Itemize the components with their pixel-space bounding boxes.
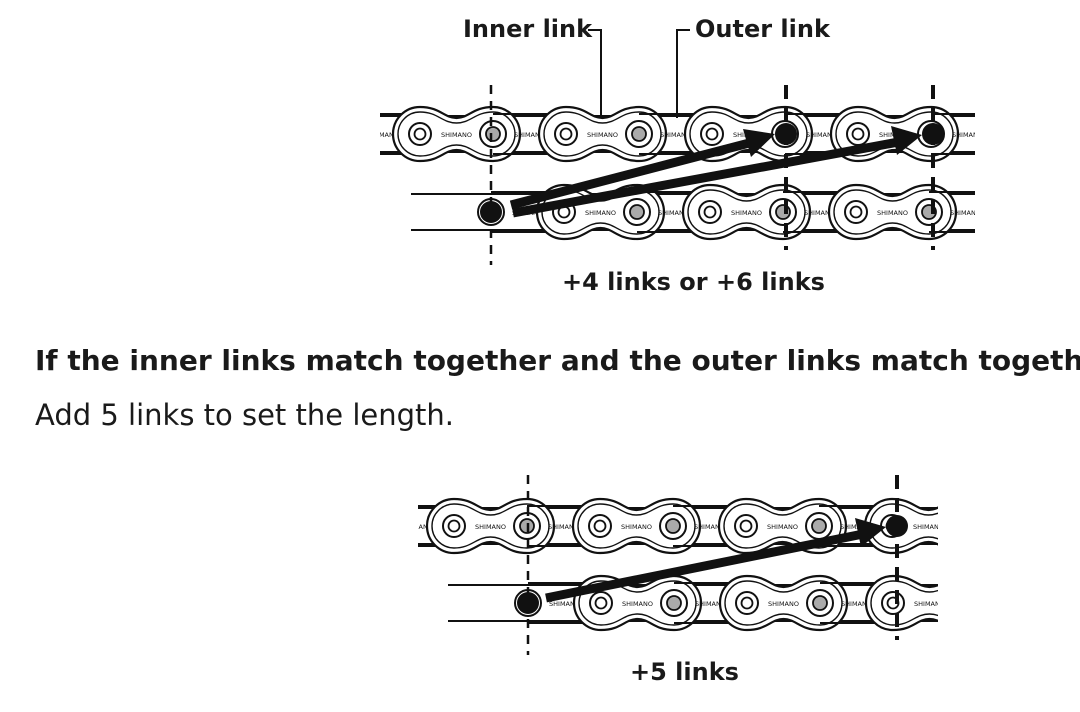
svg-text:SHIMANO: SHIMANO [402, 523, 433, 531]
target-pin-6 [922, 123, 944, 145]
inner-pin [629, 204, 645, 220]
svg-text:SHIMANO: SHIMANO [841, 600, 872, 608]
inner-pin [997, 127, 1011, 141]
plate-marking: SHIMANO [877, 209, 908, 217]
plate-marking: SHIMANO [622, 600, 653, 608]
start-pin-2 [517, 592, 539, 614]
outer-link-plate [827, 183, 958, 241]
inner-pin [995, 205, 1009, 219]
svg-text:SHIMANO: SHIMANO [695, 600, 726, 608]
inner-pin [340, 127, 354, 141]
inner-pin [374, 519, 388, 533]
inner-pin [812, 595, 828, 611]
outer-link-plate [537, 105, 668, 163]
diagram-2-caption: +5 links [630, 658, 739, 686]
chain-diagram-1: SHIMANO SHIMANO SHIMANO SHIMANO SHIMANO SHIMA… [340, 29, 1011, 265]
svg-text:SHIMANO: SHIMANO [840, 523, 871, 531]
inner-link-leader-line [588, 29, 602, 118]
plate-marking: SHIMANO [731, 209, 762, 217]
chain-2-top: SHIMANO SHIMANO SHIMANO SHIMANO SHIMANO SHIMA… [374, 497, 976, 555]
chain-diagram-2: SHIMANO SHIMANO SHIMANO SHIMANO SHIMANO SHIMA… [374, 475, 977, 655]
arrowhead-plus-4 [743, 129, 775, 157]
plate-marking: SHIMANO [441, 131, 472, 139]
plate-marking: SHIMANO [621, 523, 652, 531]
arrowhead-plus-5 [855, 518, 886, 547]
arrowhead-plus-6 [891, 126, 922, 155]
plate-marking: SHIMANO [767, 523, 798, 531]
outer-link-plate [391, 105, 522, 163]
svg-text:SHIMANO: SHIMANO [806, 131, 837, 139]
svg-text:SHIMANO: SHIMANO [950, 209, 981, 217]
svg-text:SHIMANO: SHIMANO [548, 523, 579, 531]
plate-marking: SHIMANO [475, 523, 506, 531]
inner-pin [485, 126, 501, 142]
start-pin-1 [480, 201, 502, 223]
plate-marking: SHIMANO [585, 209, 616, 217]
outer-link-leader-line [676, 29, 690, 118]
section-body: Add 5 links to set the length. [35, 398, 454, 432]
svg-text:SHIMANO: SHIMANO [804, 209, 835, 217]
svg-text:SHIMANO: SHIMANO [660, 131, 691, 139]
arrow-plus-5 [545, 528, 869, 603]
inner-pin [666, 595, 682, 611]
inner-pin [811, 518, 827, 534]
pin-roller [954, 515, 976, 537]
outer-link-plate [571, 497, 702, 555]
svg-text:SHIMANO: SHIMANO [368, 131, 399, 139]
target-pin-5 [886, 515, 908, 537]
pin-roller [955, 592, 977, 614]
svg-text:SHIMANO: SHIMANO [514, 131, 545, 139]
inner-link-label: Inner link [463, 15, 593, 43]
outer-link-plate [425, 497, 556, 555]
svg-text:SHIMANO: SHIMANO [952, 131, 983, 139]
diagram-1-caption: +4 links or +6 links [562, 268, 825, 296]
svg-text:SHIMANO: SHIMANO [694, 523, 725, 531]
target-pin-4 [775, 123, 797, 145]
plate-marking: SHIMANO [587, 131, 618, 139]
chain-1-bottom: SHIMANO SHIMANO SHIMANO SHIMANO SHIMANO SHIMA… [411, 183, 1009, 241]
plate-marking: SHIMANO [768, 600, 799, 608]
arrow-plus-4 [509, 136, 765, 210]
section-heading: If the inner links match together and th… [35, 344, 1080, 377]
outer-link-plate [718, 574, 849, 632]
inner-pin [631, 126, 647, 142]
chain-1-top: SHIMANO SHIMANO SHIMANO SHIMANO SHIMANO SHIMA… [340, 105, 1011, 163]
outer-link-plate [681, 183, 812, 241]
svg-text:SHIMANO: SHIMANO [658, 209, 689, 217]
outer-link-label: Outer link [695, 15, 830, 43]
plate-marking: SHIMANO [914, 600, 945, 608]
svg-text:SHIMANO: SHIMANO [549, 600, 580, 608]
arrow-plus-6 [512, 136, 912, 218]
plate-marking: SHIMANO [913, 523, 944, 531]
inner-pin [665, 518, 681, 534]
chain-2-bottom: SHIMANO SHIMANO SHIMANO SHIMANO SHIMANO SHIMA… [448, 574, 977, 632]
